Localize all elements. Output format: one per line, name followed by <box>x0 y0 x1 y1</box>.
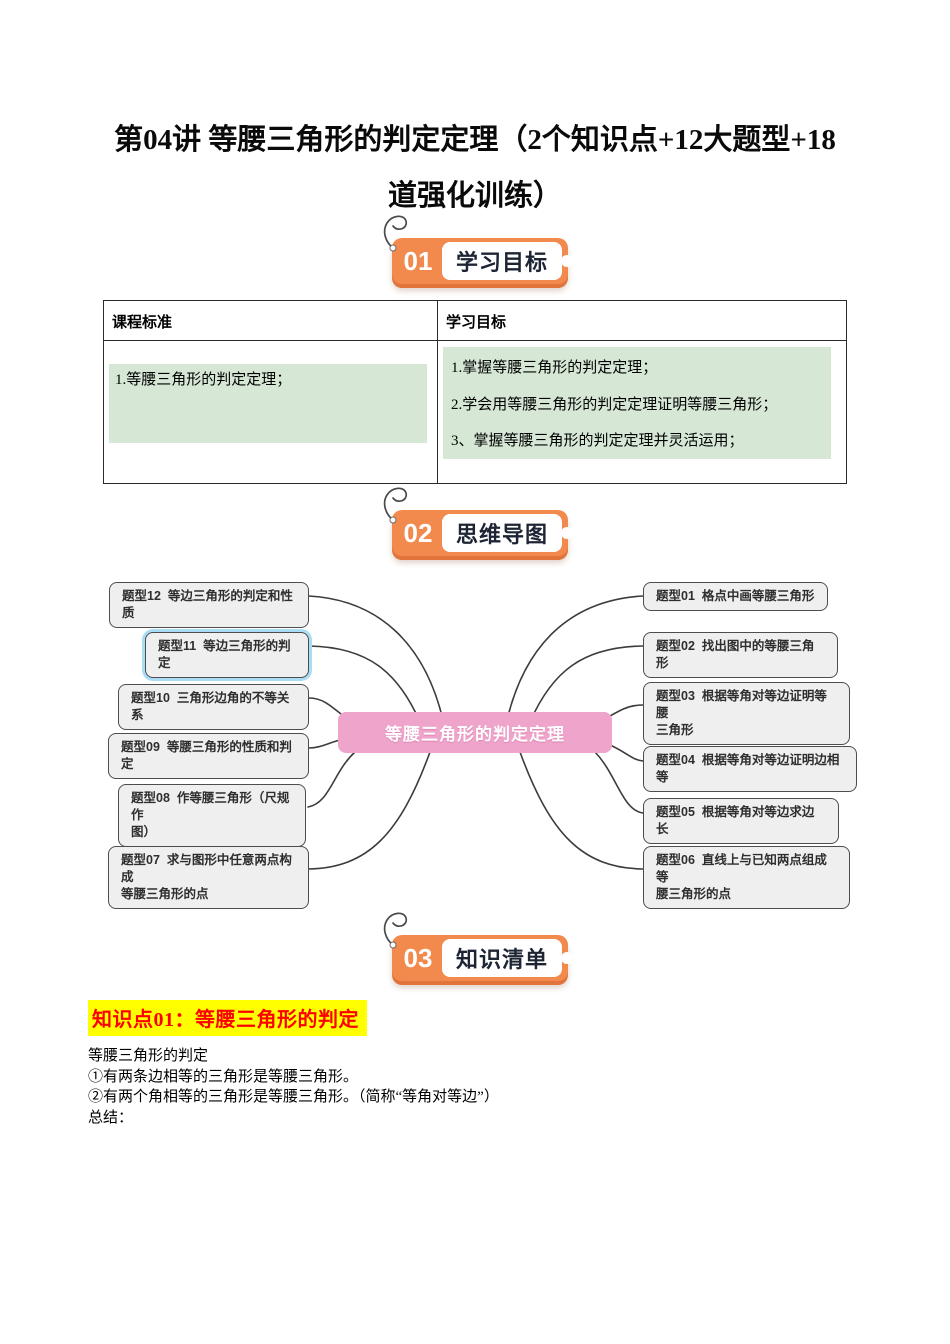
pin-clip-icon <box>379 483 413 530</box>
mindmap-node-topic03: 题型03 根据等角对等边证明等腰 三角形 <box>643 682 850 745</box>
page-title-line2: 道强化训练） <box>387 180 562 212</box>
mindmap-node-topic02: 题型02 找出图中的等腰三角形 <box>643 632 838 678</box>
section-number: 03 <box>403 943 433 973</box>
mindmap-node-topic05: 题型05 根据等角对等边求边长 <box>643 798 839 844</box>
badge-notch <box>561 255 573 267</box>
section-label: 学习目标 <box>442 242 562 280</box>
curriculum-highlight-block: 1.等腰三角形的判定定理； <box>109 364 427 443</box>
knowledge-line: 总结： <box>88 1109 134 1126</box>
mindmap-center-node: 等腰三角形的判定定理 <box>338 712 612 753</box>
pin-clip-icon <box>379 908 413 955</box>
mind-map: 题型12 等边三角形的判定和性质 题型11 等边三角形的判定 题型10 三角形边… <box>0 560 950 930</box>
page-title: 第04讲 等腰三角形的判定定理（2个知识点+12大题型+18 道强化训练） <box>0 112 950 224</box>
goals-highlight-block: 1.掌握等腰三角形的判定定理； 2.学会用等腰三角形的判定定理证明等腰三角形； … <box>443 347 831 459</box>
knowledge-point-heading: 知识点01：等腰三角形的判定 <box>88 1000 367 1036</box>
table-header-curriculum: 课程标准 <box>104 301 438 341</box>
table-header-goals: 学习目标 <box>438 301 846 341</box>
mindmap-node-topic09: 题型09 等腰三角形的性质和判定 <box>108 733 309 779</box>
section-badge-mind-map: 02 思维导图 <box>383 487 573 556</box>
mindmap-node-topic01: 题型01 格点中画等腰三角形 <box>643 582 828 611</box>
goal-item: 2.学会用等腰三角形的判定定理证明等腰三角形； <box>451 396 778 413</box>
mindmap-node-topic11: 题型11 等边三角形的判定 <box>145 632 309 678</box>
mindmap-node-topic08: 题型08 作等腰三角形（尺规作 图） <box>118 784 306 847</box>
mindmap-node-topic06: 题型06 直线上与已知两点组成等 腰三角形的点 <box>643 846 850 909</box>
knowledge-line: ②有两个角相等的三角形是等腰三角形。（简称“等角对等边”） <box>88 1089 499 1105</box>
table-cell-goals: 1.掌握等腰三角形的判定定理； 2.学会用等腰三角形的判定定理证明等腰三角形； … <box>438 341 846 483</box>
knowledge-point-body: 等腰三角形的判定 ①有两条边相等的三角形是等腰三角形。 ②有两个角相等的三角形是… <box>88 1046 499 1128</box>
badge-notch <box>561 527 573 539</box>
section-number: 01 <box>403 246 433 276</box>
section-label: 知识清单 <box>442 939 562 977</box>
knowledge-line: ①有两条边相等的三角形是等腰三角形。 <box>88 1068 359 1085</box>
page-title-line1: 第04讲 等腰三角形的判定定理（2个知识点+12大题型+18 <box>114 124 836 156</box>
mindmap-node-topic12: 题型12 等边三角形的判定和性质 <box>109 582 309 628</box>
table-cell-curriculum: 1.等腰三角形的判定定理； <box>104 341 438 483</box>
curriculum-item: 1.等腰三角形的判定定理； <box>115 372 292 388</box>
badge-notch <box>561 952 573 964</box>
section-badge-knowledge-list: 03 知识清单 <box>383 912 573 981</box>
section-badge-learning-goals: 01 学习目标 <box>383 215 573 284</box>
mindmap-node-topic07: 题型07 求与图形中任意两点构成 等腰三角形的点 <box>108 846 309 909</box>
pin-clip-icon <box>379 211 413 258</box>
mindmap-node-topic10: 题型10 三角形边角的不等关系 <box>118 684 309 730</box>
section-number: 02 <box>403 518 433 548</box>
section-label: 思维导图 <box>442 514 562 552</box>
standards-table: 课程标准 学习目标 1.等腰三角形的判定定理； 1.掌握等腰三角形的判定定理； … <box>103 300 847 484</box>
goal-item: 3、掌握等腰三角形的判定定理并灵活运用； <box>451 433 744 449</box>
knowledge-line: 等腰三角形的判定 <box>88 1048 209 1064</box>
goal-item: 1.掌握等腰三角形的判定定理； <box>451 360 658 376</box>
mindmap-node-topic04: 题型04 根据等角对等边证明边相等 <box>643 746 857 792</box>
